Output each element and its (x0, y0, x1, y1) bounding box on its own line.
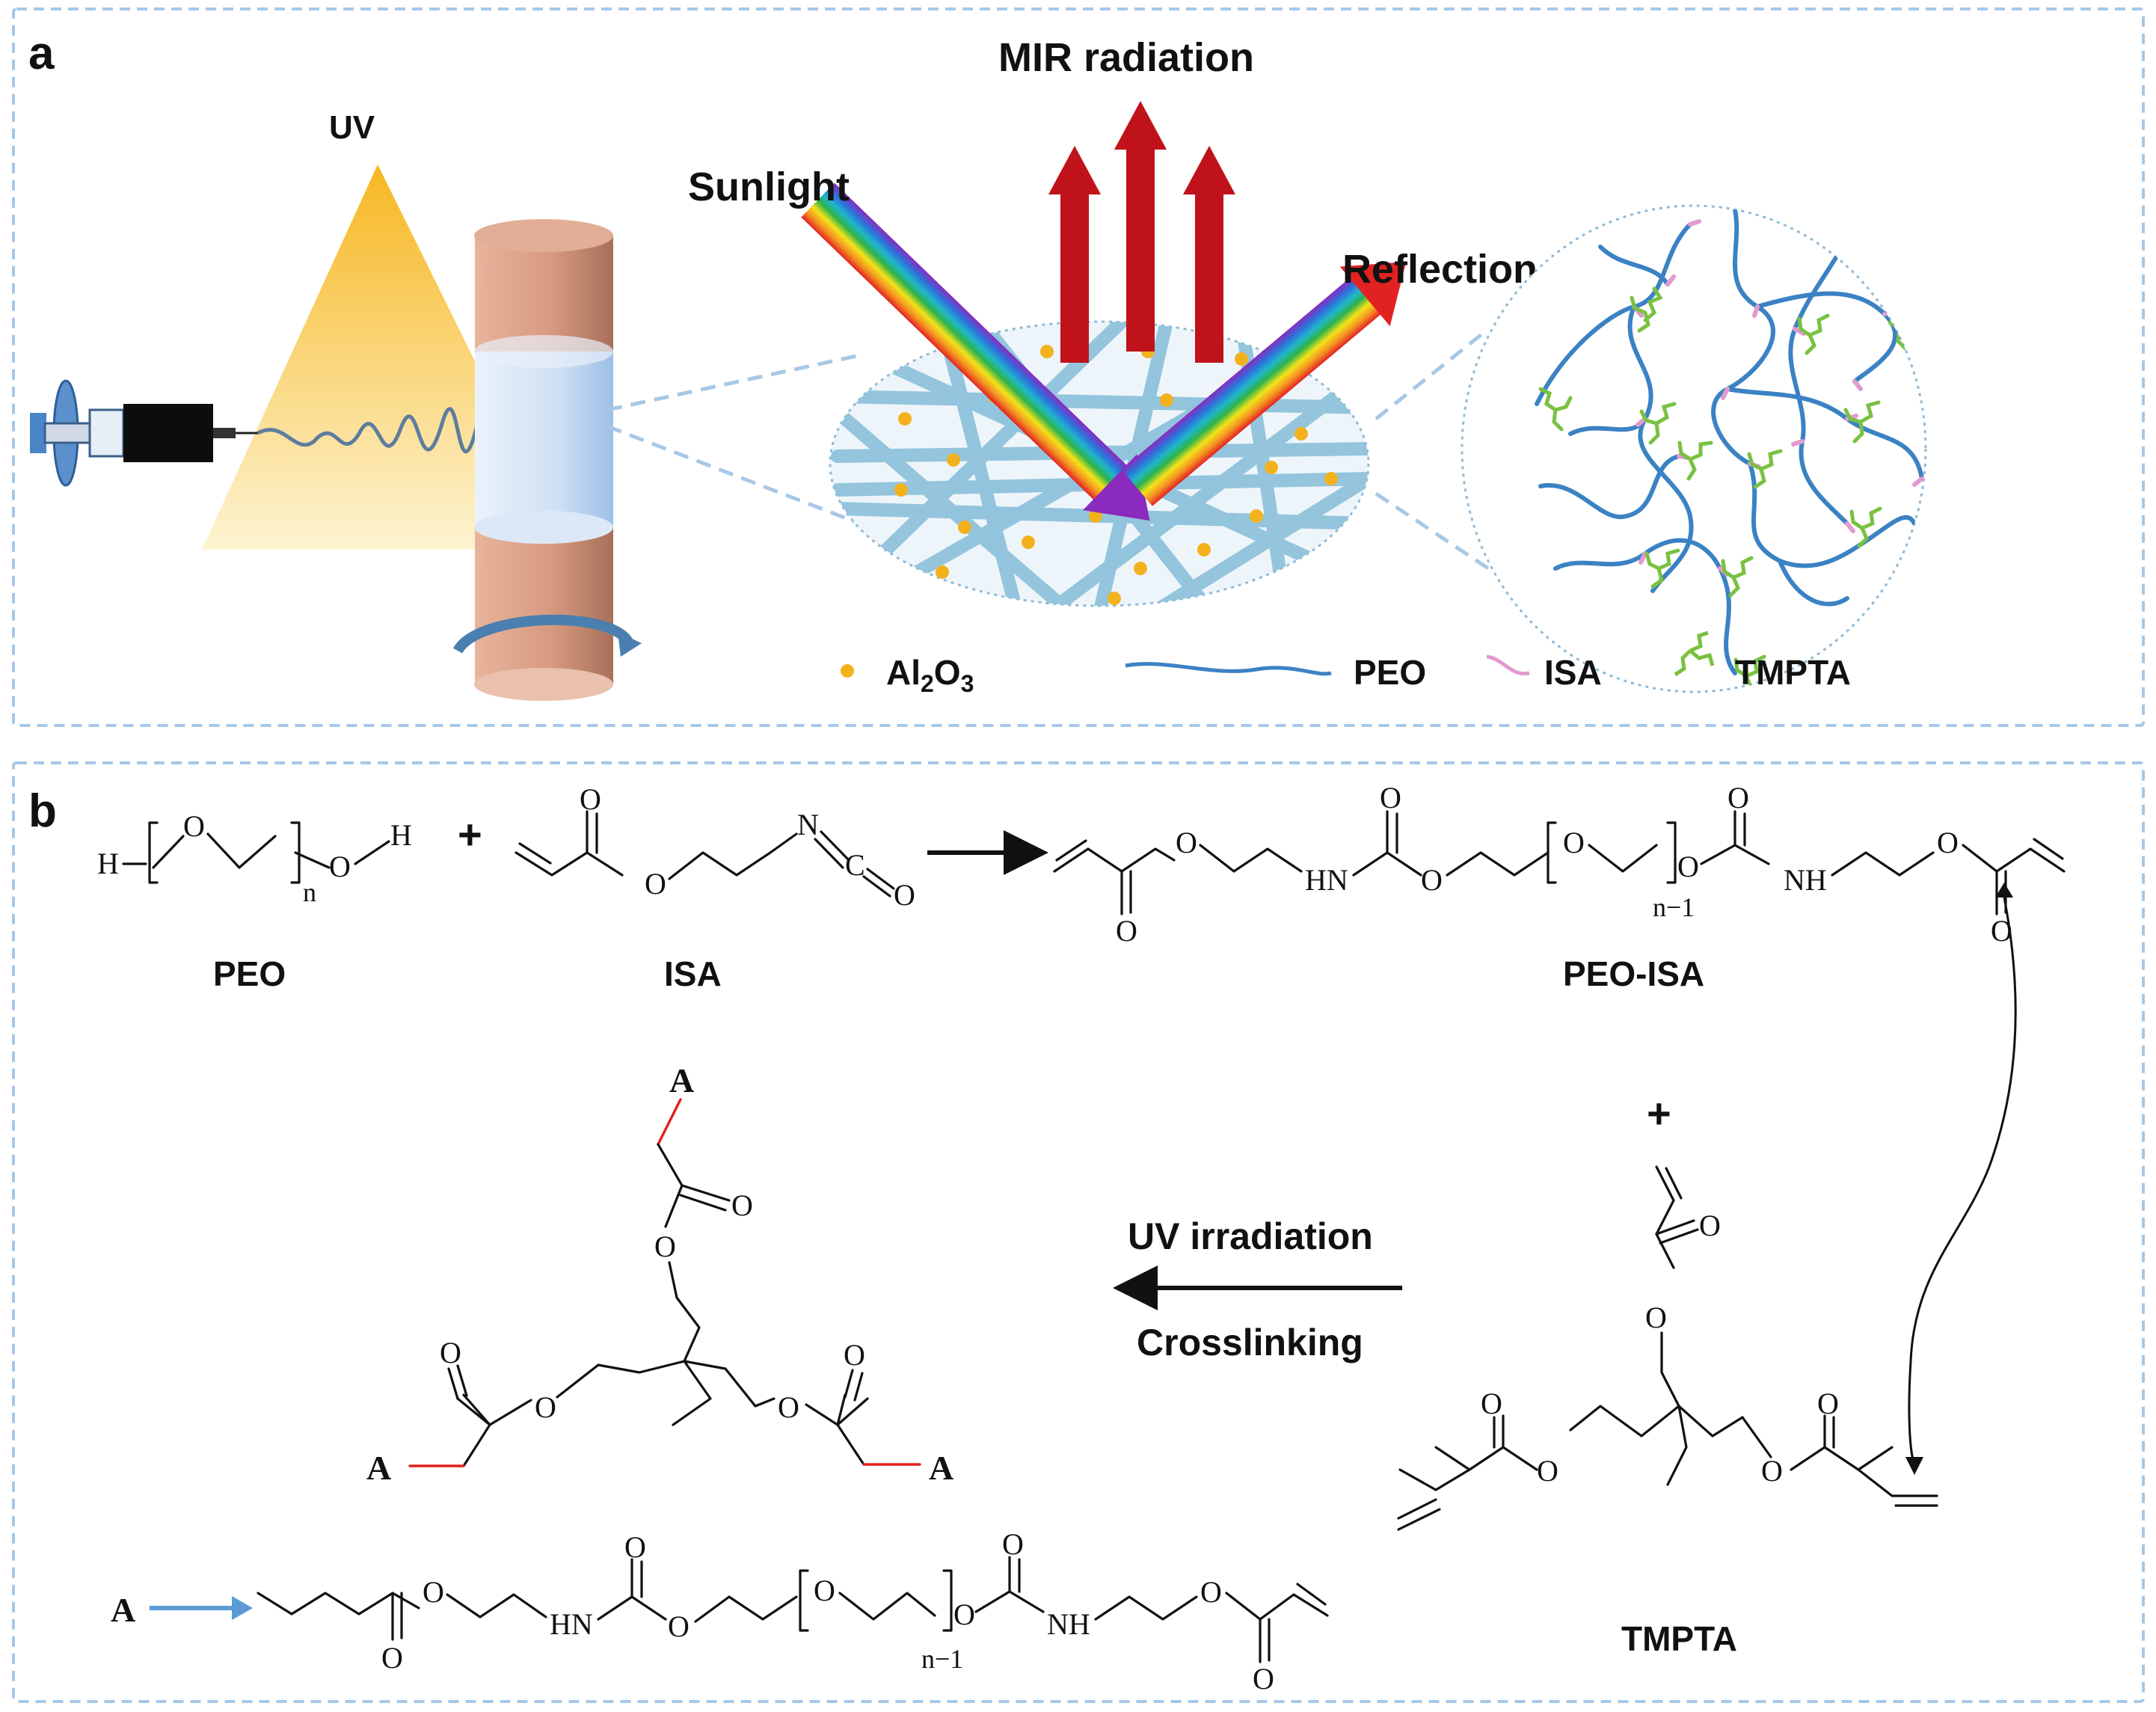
atom-O: O (731, 1188, 753, 1222)
tmpta-name: TMPTA (1621, 1619, 1737, 1658)
atom-O: O (1761, 1454, 1783, 1488)
zoom-line (1375, 328, 1490, 420)
rotation-arrowhead (618, 632, 642, 657)
peo-name: PEO (213, 954, 286, 993)
zoom-line (606, 353, 861, 412)
atom-O: O (953, 1598, 975, 1631)
atom-O: O (1116, 914, 1137, 948)
atom-O: O (1200, 1575, 1222, 1609)
legend-peo-swatch (1125, 662, 1332, 676)
legend-al2o3-label: Al2O3 (886, 653, 974, 697)
atom-N: N (797, 808, 819, 841)
isa-structure: O O N C O (515, 782, 915, 912)
connector-arrowhead-bottom (1905, 1457, 1923, 1475)
peo-isa-name: PEO-ISA (1563, 954, 1704, 993)
plus-sign-2: + (1647, 1090, 1671, 1137)
isa-name: ISA (664, 954, 722, 993)
atom-O: O (535, 1390, 556, 1424)
atom-O: O (1727, 781, 1749, 814)
crosslinked-network (1461, 204, 1927, 693)
connector-curve (1908, 897, 2017, 1464)
atom-A: A (366, 1449, 391, 1487)
panel-a-frame (12, 7, 2145, 727)
atom-O: O (778, 1390, 799, 1424)
atom-O: O (1645, 1301, 1667, 1334)
atom-A: A (111, 1591, 135, 1629)
atom-O: O (1699, 1209, 1721, 1242)
atom-O: O (329, 850, 351, 883)
tmpta-structure: O O O O O O (1397, 1165, 1938, 1531)
atom-O: O (1937, 826, 1959, 859)
subscript-n-minus-1: n−1 (921, 1644, 963, 1674)
atom-O: O (1563, 826, 1585, 859)
legend-peo-label: PEO (1354, 653, 1426, 692)
atom-O: O (381, 1641, 403, 1675)
syringe (30, 379, 258, 487)
legend: Al2O3 PEO ISA TMPTA (841, 631, 1851, 697)
panel-b-frame (12, 761, 2145, 1703)
mir-arrows (1048, 101, 1235, 363)
atom-O: O (1253, 1662, 1274, 1696)
atom-O: O (1002, 1527, 1024, 1561)
condition-crosslinking: Crosslinking (1137, 1322, 1363, 1363)
sunlight-label: Sunlight (688, 165, 850, 209)
atom-O: O (1421, 863, 1443, 897)
atom-NH: NH (1784, 863, 1827, 897)
rotation-arrow (452, 614, 633, 654)
atom-O: O (1537, 1454, 1558, 1488)
zoom-line (606, 424, 861, 526)
legend-tmpta-swatch (1674, 631, 1715, 677)
subscript-n: n (303, 877, 316, 907)
mir-label: MIR radiation (998, 35, 1254, 80)
atom-O: O (1481, 1387, 1502, 1420)
atom-O: O (844, 1338, 865, 1372)
atom-O: O (183, 809, 205, 843)
panel-b-letter: b (28, 785, 57, 837)
legend-tmpta-label: TMPTA (1735, 653, 1851, 692)
uv-label: UV (329, 109, 375, 146)
a-definition: A O O HN O O O n−1 O O NH O O (111, 1527, 1329, 1696)
atom-A: A (669, 1061, 694, 1099)
legend-al2o3-swatch (841, 664, 854, 678)
connector-arrowhead-top (1995, 883, 2013, 898)
atom-O: O (645, 867, 666, 901)
atom-O: O (1677, 850, 1699, 883)
peo-structure: H O n O H (97, 809, 412, 907)
atom-H: H (390, 818, 412, 852)
reflection-label: Reflection (1342, 247, 1538, 292)
reflection-beam (1121, 262, 1407, 506)
atom-O: O (1380, 781, 1401, 814)
atom-NH: NH (1047, 1607, 1090, 1641)
atom-A: A (929, 1449, 953, 1487)
peo-isa-structure: O O HN O O O n−1 O O NH O O (1053, 781, 2066, 948)
atom-O: O (668, 1610, 690, 1643)
atom-O: O (580, 782, 601, 816)
atom-O: O (1817, 1387, 1839, 1420)
atom-O: O (814, 1574, 835, 1607)
atom-O: O (624, 1530, 646, 1564)
definition-arrowhead (232, 1596, 253, 1620)
atom-O: O (440, 1336, 461, 1369)
atom-HN: HN (550, 1607, 593, 1641)
panel-a-letter: a (28, 28, 55, 79)
atom-H: H (97, 847, 119, 880)
legend-isa-label: ISA (1544, 653, 1602, 692)
atom-O: O (1176, 826, 1197, 859)
atom-O: O (423, 1575, 444, 1609)
legend-isa-swatch (1486, 654, 1530, 676)
subscript-n-minus-1: n−1 (1653, 892, 1695, 922)
atom-HN: HN (1305, 863, 1348, 897)
crosslinked-product: A O O O O A O O A (366, 1061, 953, 1487)
condition-uv-irradiation: UV irradiation (1128, 1215, 1373, 1257)
rotating-collector (474, 219, 613, 701)
atom-O: O (654, 1230, 676, 1263)
atom-O: O (894, 878, 915, 912)
atom-C: C (845, 848, 865, 882)
plus-sign: + (458, 811, 482, 858)
